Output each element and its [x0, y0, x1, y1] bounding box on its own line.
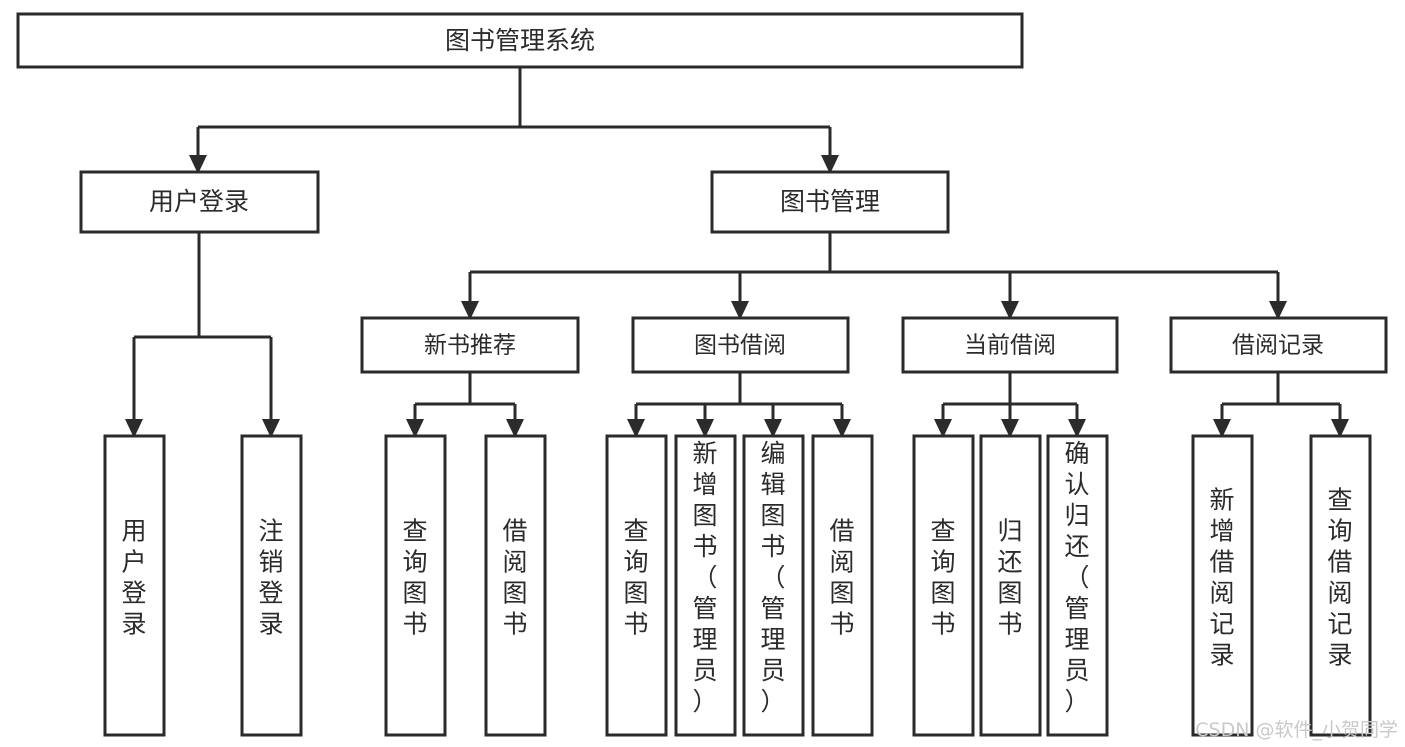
node-leaf-logout-label: 注销登录 [258, 517, 283, 639]
node-records-label: 借阅记录 [1232, 333, 1324, 359]
node-leaf-add-record[interactable]: 新增借阅记录 [1191, 434, 1254, 737]
node-leaf-borrow-query-label: 查询图书 [623, 517, 648, 639]
node-leaf-borrow-book-label: 借阅图书 [829, 517, 854, 639]
node-records[interactable]: 借阅记录 [1169, 316, 1388, 374]
node-leaf-query-record[interactable]: 查询借阅记录 [1309, 434, 1372, 737]
node-leaf-newbook-borrow[interactable]: 借阅图书 [484, 434, 547, 737]
node-leaf-edit-book-label: 编辑图书（管理员） [760, 439, 785, 716]
node-leaf-add-book-label: 新增图书（管理员） [692, 439, 717, 716]
node-leaf-confirm-return-label: 确认归还（管理员） [1064, 439, 1089, 716]
node-newbook[interactable]: 新书推荐 [360, 316, 580, 374]
node-leaf-confirm-return[interactable]: 确认归还（管理员） [1046, 434, 1109, 737]
connector-root-to-level2 [189, 67, 839, 174]
node-leaf-borrow-query[interactable]: 查询图书 [605, 434, 668, 737]
connector-bookmgmt-to-level3 [461, 232, 1287, 320]
node-leaf-edit-book[interactable]: 编辑图书（管理员） [742, 434, 805, 737]
node-login-label: 用户登录 [149, 187, 249, 216]
node-leaf-newbook-query-label: 查询图书 [402, 517, 427, 639]
node-leaf-user-login[interactable]: 用户登录 [103, 434, 166, 737]
node-leaf-add-book[interactable]: 新增图书（管理员） [674, 434, 737, 737]
node-leaf-current-query[interactable]: 查询图书 [912, 434, 975, 737]
node-leaf-newbook-query[interactable]: 查询图书 [384, 434, 447, 737]
node-newbook-label: 新书推荐 [424, 333, 516, 359]
node-current-label: 当前借阅 [964, 333, 1056, 359]
node-borrow[interactable]: 图书借阅 [631, 316, 850, 374]
connector-records-to-leaves [1213, 372, 1349, 438]
connector-newbook-to-leaves [406, 372, 524, 438]
node-borrow-label: 图书借阅 [694, 333, 786, 359]
node-root[interactable]: 图书管理系统 [16, 12, 1024, 69]
node-leaf-logout[interactable]: 注销登录 [240, 434, 303, 737]
node-bookmgmt[interactable]: 图书管理 [710, 170, 950, 234]
node-current[interactable]: 当前借阅 [901, 316, 1119, 374]
node-bookmgmt-label: 图书管理 [780, 187, 880, 216]
node-leaf-return-book[interactable]: 归还图书 [979, 434, 1042, 737]
connector-current-to-leaves [934, 372, 1086, 438]
node-leaf-newbook-borrow-label: 借阅图书 [502, 517, 527, 639]
connector-borrow-to-leaves [627, 372, 851, 438]
node-leaf-query-record-label: 查询借阅记录 [1327, 486, 1352, 670]
node-leaf-add-record-label: 新增借阅记录 [1209, 486, 1234, 670]
node-leaf-borrow-book[interactable]: 借阅图书 [811, 434, 874, 737]
node-login[interactable]: 用户登录 [79, 170, 320, 234]
node-leaf-return-book-label: 归还图书 [997, 517, 1022, 639]
node-leaf-user-login-label: 用户登录 [121, 517, 146, 639]
connector-login-to-leaves [125, 232, 280, 438]
node-leaf-current-query-label: 查询图书 [930, 517, 955, 639]
node-root-label: 图书管理系统 [445, 26, 595, 55]
csdn-watermark: CSDN @软件_小贺同学 [1195, 719, 1398, 741]
